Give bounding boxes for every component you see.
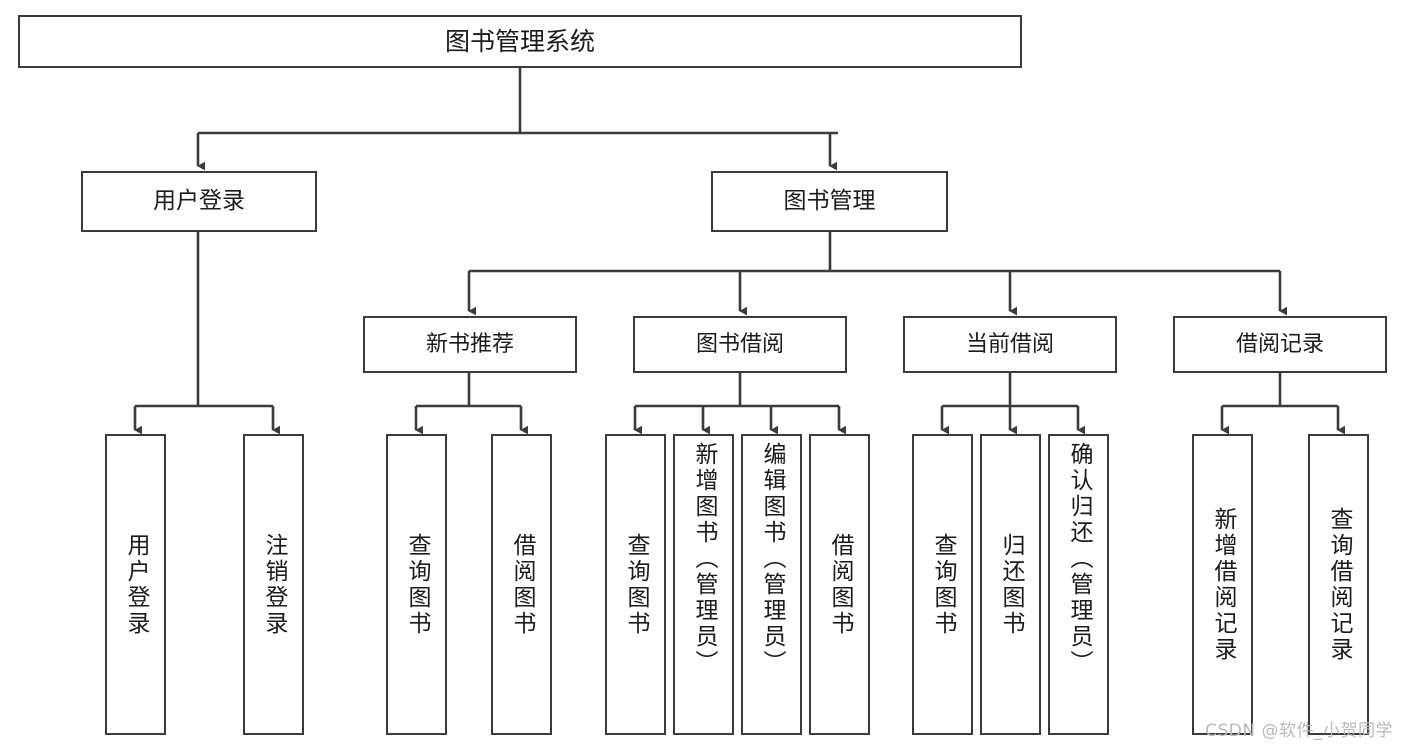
node-root-system[interactable]: 图书管理系统 xyxy=(18,15,1022,68)
node-leaf-add-borrow-record[interactable]: 新增借阅记录 xyxy=(1192,434,1253,735)
node-label: 查询图书 xyxy=(930,532,956,637)
node-label: 借阅图书 xyxy=(509,532,535,637)
node-leaf-borrow-book-new[interactable]: 借阅图书 xyxy=(491,434,552,735)
node-leaf-return-book[interactable]: 归还图书 xyxy=(980,434,1041,735)
node-label: 新书推荐 xyxy=(425,331,514,357)
node-borrow-record[interactable]: 借阅记录 xyxy=(1173,316,1387,373)
node-label: 用户登录 xyxy=(153,187,245,214)
node-leaf-user-login[interactable]: 用户登录 xyxy=(105,434,166,735)
node-label: 归还图书 xyxy=(998,532,1024,637)
node-label: 用户登录 xyxy=(123,532,149,637)
node-label: 图书借阅 xyxy=(695,331,784,357)
node-label: 借阅记录 xyxy=(1235,331,1324,357)
node-label: 确认归还（管理员） xyxy=(1066,442,1092,676)
watermark-text: CSDN @软件_小贺同学 xyxy=(1205,721,1393,741)
node-leaf-query-book-borrow[interactable]: 查询图书 xyxy=(605,434,666,735)
node-label: 查询图书 xyxy=(404,532,430,637)
node-label: 注销登录 xyxy=(261,532,287,637)
node-label: 图书管理系统 xyxy=(444,26,595,56)
node-label: 借阅图书 xyxy=(827,532,853,637)
node-new-book-recommend[interactable]: 新书推荐 xyxy=(363,316,577,373)
node-label: 新增图书（管理员） xyxy=(691,442,717,676)
node-label: 编辑图书（管理员） xyxy=(759,442,785,676)
node-leaf-confirm-return-admin[interactable]: 确认归还（管理员） xyxy=(1048,434,1109,735)
node-label: 当前借阅 xyxy=(965,331,1054,357)
node-leaf-query-book-current[interactable]: 查询图书 xyxy=(912,434,973,735)
node-label: 查询借阅记录 xyxy=(1326,506,1352,663)
node-leaf-borrow-book[interactable]: 借阅图书 xyxy=(809,434,870,735)
node-label: 查询图书 xyxy=(623,532,649,637)
node-book-borrow[interactable]: 图书借阅 xyxy=(633,316,847,373)
node-leaf-query-book-new[interactable]: 查询图书 xyxy=(386,434,447,735)
node-book-management[interactable]: 图书管理 xyxy=(711,171,948,232)
node-current-borrow[interactable]: 当前借阅 xyxy=(903,316,1117,373)
node-leaf-logout[interactable]: 注销登录 xyxy=(243,434,304,735)
node-label: 新增借阅记录 xyxy=(1210,506,1236,663)
node-leaf-add-book-admin[interactable]: 新增图书（管理员） xyxy=(673,434,734,735)
node-leaf-query-borrow-record[interactable]: 查询借阅记录 xyxy=(1308,434,1369,735)
node-leaf-edit-book-admin[interactable]: 编辑图书（管理员） xyxy=(741,434,802,735)
node-user-login[interactable]: 用户登录 xyxy=(81,171,317,232)
node-label: 图书管理 xyxy=(783,187,876,214)
